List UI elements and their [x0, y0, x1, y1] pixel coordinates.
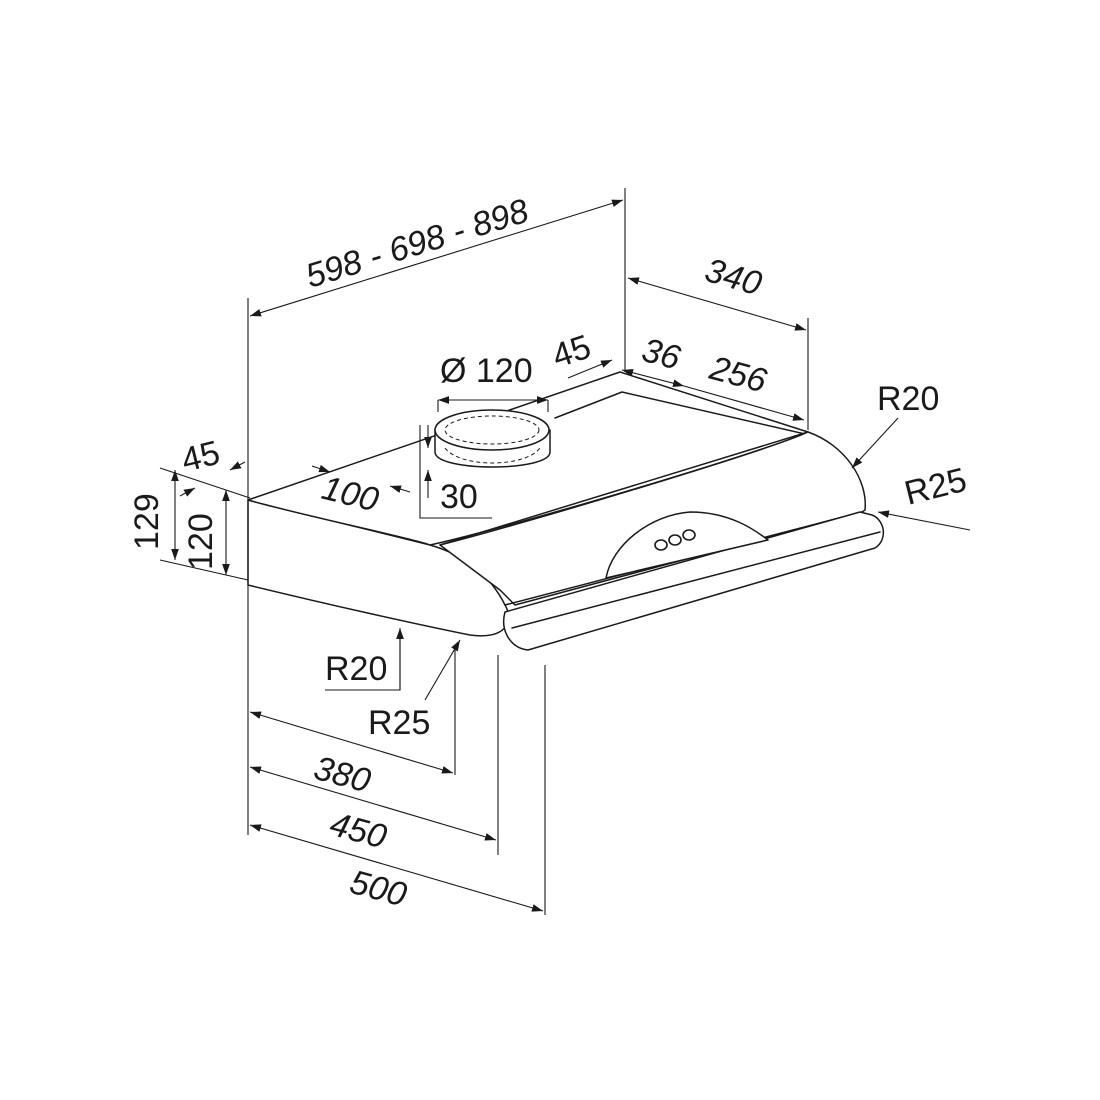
- label-radius-bottom-20: R20: [325, 650, 387, 688]
- control-knobs: [654, 529, 696, 551]
- label-radius-front-right: R25: [901, 461, 971, 513]
- label-radius-bottom-25: R25: [368, 704, 430, 742]
- hood-right-endcap: [439, 431, 866, 606]
- hood-visor-line: [511, 531, 881, 629]
- control-panel-arch: [605, 511, 769, 579]
- label-offset-45-rear: 45: [548, 328, 596, 376]
- label-duct-diameter: Ø 120: [440, 352, 533, 390]
- knob-1[interactable]: [654, 539, 668, 551]
- label-depth-500: 500: [346, 863, 411, 914]
- knob-2[interactable]: [668, 534, 682, 546]
- duct-collar: [434, 409, 551, 468]
- dimension-lines: [159, 188, 971, 915]
- label-radius-top-right: R20: [877, 380, 939, 418]
- label-offset-36: 36: [638, 331, 684, 378]
- knob-3[interactable]: [682, 529, 696, 541]
- hood-rear-rim: [554, 391, 806, 435]
- hood-body: [247, 371, 884, 651]
- label-depth-450: 450: [326, 805, 391, 856]
- label-depth-380: 380: [310, 749, 375, 800]
- label-offset-45-left: 45: [178, 434, 224, 480]
- label-depth-top: 340: [701, 251, 766, 303]
- label-width-options: 598 - 698 - 898: [301, 192, 533, 296]
- label-height-129: 129: [128, 493, 166, 550]
- hood-top-crease: [439, 431, 809, 546]
- label-height-120: 120: [182, 513, 220, 570]
- label-depth-256: 256: [705, 349, 771, 401]
- label-collar-30: 30: [440, 478, 478, 516]
